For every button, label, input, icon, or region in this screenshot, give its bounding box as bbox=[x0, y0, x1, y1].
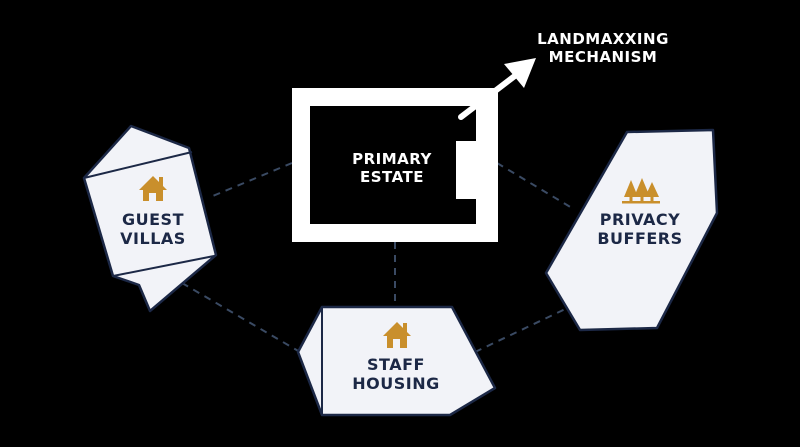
connector-estate-privacy bbox=[496, 162, 573, 209]
mechanism-label-line1: LANDMAXXING bbox=[537, 30, 669, 48]
primary-estate-label: PRIMARY ESTATE bbox=[322, 150, 462, 186]
mechanism-label: LANDMAXXING MECHANISM bbox=[528, 30, 678, 66]
privacy-buffers-label: PRIVACY BUFFERS bbox=[580, 210, 700, 248]
connector-estate-guest bbox=[207, 162, 293, 199]
staff-housing-label: STAFF HOUSING bbox=[336, 355, 456, 393]
staff-housing-label-line2: HOUSING bbox=[352, 374, 440, 394]
connector-guest-staff bbox=[181, 282, 301, 353]
staff-housing-label-line1: STAFF bbox=[367, 355, 425, 374]
guest-villas-label-line1: GUEST bbox=[122, 210, 184, 229]
house-icon bbox=[139, 176, 167, 201]
privacy-buffers-card bbox=[544, 128, 719, 332]
primary-estate-label-line2: ESTATE bbox=[359, 168, 425, 186]
privacy-buffers-label-line2: BUFFERS bbox=[597, 229, 683, 249]
privacy-buffers-label-line1: PRIVACY bbox=[599, 210, 681, 229]
guest-villas-label-line2: VILLAS bbox=[120, 229, 186, 249]
connector-staff-privacy bbox=[474, 302, 579, 353]
mechanism-label-line2: MECHANISM bbox=[548, 48, 658, 66]
trees-icon bbox=[622, 178, 660, 204]
house-icon bbox=[383, 322, 411, 348]
guest-villas-label: GUEST VILLAS bbox=[98, 210, 208, 248]
staff-housing-card bbox=[296, 305, 497, 417]
guest-villas-card bbox=[82, 124, 218, 313]
mechanism-arrow bbox=[458, 58, 536, 120]
primary-estate-label-line1: PRIMARY bbox=[352, 150, 432, 168]
